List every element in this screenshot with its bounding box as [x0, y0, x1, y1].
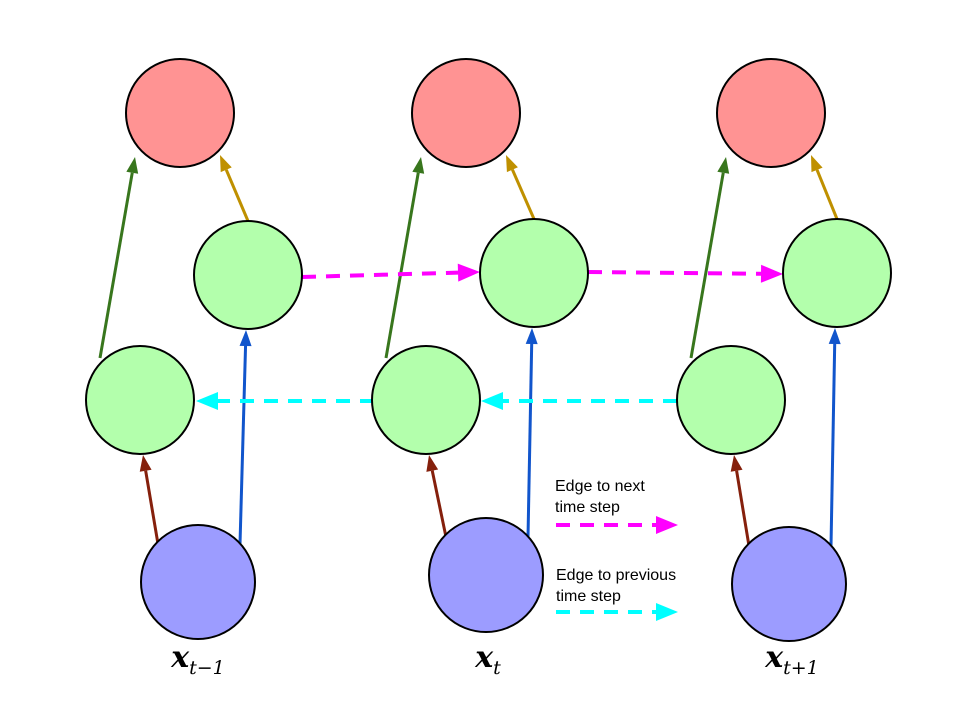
- backward-to-output-edge-2: [689, 172, 725, 359]
- input-to-forward-edge-1-head: [525, 328, 538, 345]
- legend-previous-arrow-head: [656, 603, 678, 621]
- legend-previous-text: Edge to previous time step: [556, 565, 676, 607]
- input-node-1: [428, 517, 544, 633]
- backward-edge-2-1-head: [481, 392, 503, 410]
- forward-to-output-edge-2-head: [811, 155, 823, 173]
- input-to-backward-edge-2: [735, 470, 751, 547]
- legend-previous-line2: time step: [556, 588, 621, 605]
- input-to-backward-edge-0: [144, 470, 160, 545]
- forward-edge-1-2: [587, 270, 762, 276]
- legend-next-line1: Edge to next: [555, 478, 645, 495]
- input-to-forward-edge-2: [829, 343, 837, 547]
- forward-hidden-node-0: [193, 220, 303, 330]
- input-to-forward-edge-0: [238, 345, 248, 545]
- input-node-0: [140, 524, 256, 640]
- forward-to-output-edge-2: [815, 169, 839, 220]
- output-node-1: [411, 58, 521, 168]
- backward-hidden-node-1: [371, 345, 481, 455]
- forward-to-output-edge-0: [224, 169, 250, 222]
- backward-to-output-edge-0: [98, 172, 134, 359]
- input-to-backward-edge-2-head: [730, 455, 743, 472]
- backward-to-output-edge-1-head: [412, 157, 425, 174]
- input-label-t-plus-1: xt+1: [765, 640, 819, 679]
- backward-hidden-node-2: [676, 345, 786, 455]
- forward-to-output-edge-1-head: [506, 155, 518, 173]
- forward-edge-0-1-head: [457, 263, 480, 282]
- legend-next-arrow-head: [656, 516, 678, 534]
- output-node-0: [125, 58, 235, 168]
- forward-edge-0-1: [301, 270, 459, 279]
- legend-next-line2: time step: [555, 499, 620, 516]
- forward-to-output-edge-0-head: [220, 155, 232, 173]
- backward-edge-1-0-head: [196, 392, 218, 410]
- input-node-2: [731, 526, 847, 642]
- output-node-2: [716, 58, 826, 168]
- backward-hidden-node-0: [85, 345, 195, 455]
- input-to-backward-edge-0-head: [139, 455, 152, 472]
- input-to-forward-edge-1: [526, 343, 534, 538]
- forward-to-output-edge-1: [511, 169, 536, 220]
- backward-to-output-edge-2-head: [717, 157, 730, 174]
- input-label-t-minus-1: xt−1: [171, 640, 225, 679]
- legend-next-text: Edge to next time step: [555, 476, 645, 518]
- forward-hidden-node-2: [782, 218, 892, 328]
- input-label-t: xt: [475, 640, 501, 679]
- backward-to-output-edge-0-head: [126, 157, 139, 174]
- input-to-backward-edge-1: [430, 470, 448, 538]
- input-to-forward-edge-2-head: [828, 328, 841, 345]
- input-to-backward-edge-1-head: [426, 455, 439, 472]
- input-to-forward-edge-0-head: [239, 330, 252, 347]
- forward-edge-1-2-head: [760, 264, 783, 283]
- backward-to-output-edge-1: [384, 172, 420, 359]
- legend-previous-line1: Edge to previous: [556, 567, 677, 584]
- forward-hidden-node-1: [479, 218, 589, 328]
